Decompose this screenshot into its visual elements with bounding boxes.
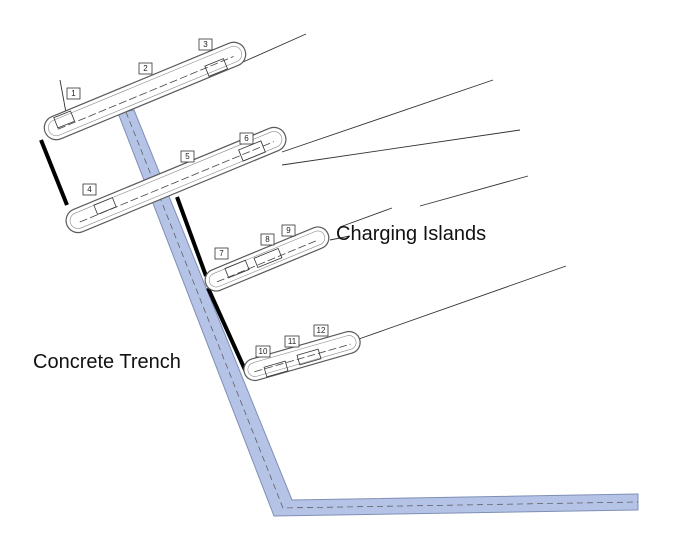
- charging-island-top: [43, 41, 247, 141]
- stall-number-1: 1: [66, 87, 81, 100]
- svg-text:10: 10: [259, 347, 268, 356]
- stall-number-4: 4: [82, 183, 97, 196]
- trench-centerline: [125, 111, 639, 509]
- svg-text:6: 6: [244, 134, 249, 143]
- label-charging-islands: Charging Islands: [336, 223, 486, 245]
- conduit-lines: [59, 33, 567, 341]
- stall-number-11: 11: [284, 335, 300, 348]
- svg-text:4: 4: [87, 185, 92, 194]
- charger-units: [53, 58, 322, 378]
- svg-text:11: 11: [288, 337, 297, 346]
- stall-number-6: 6: [239, 132, 254, 145]
- stall-number-10: 10: [255, 345, 271, 358]
- stall-number-9: 9: [281, 224, 296, 237]
- svg-text:5: 5: [185, 152, 190, 161]
- label-concrete-trench: Concrete Trench: [33, 351, 181, 373]
- stall-number-7: 7: [214, 247, 229, 260]
- svg-text:12: 12: [317, 326, 326, 335]
- stall-number-3: 3: [198, 38, 213, 51]
- svg-text:1: 1: [71, 89, 76, 98]
- stall-number-5: 5: [180, 150, 195, 163]
- concrete-trench: [117, 109, 639, 517]
- svg-text:8: 8: [265, 235, 270, 244]
- svg-text:3: 3: [203, 40, 208, 49]
- stall-number-2: 2: [138, 62, 153, 75]
- svg-text:9: 9: [286, 226, 291, 235]
- stall-number-12: 12: [313, 324, 329, 337]
- svg-text:7: 7: [219, 249, 224, 258]
- svg-text:2: 2: [143, 64, 148, 73]
- retaining-walls: [39, 139, 248, 373]
- stall-number-8: 8: [260, 233, 275, 246]
